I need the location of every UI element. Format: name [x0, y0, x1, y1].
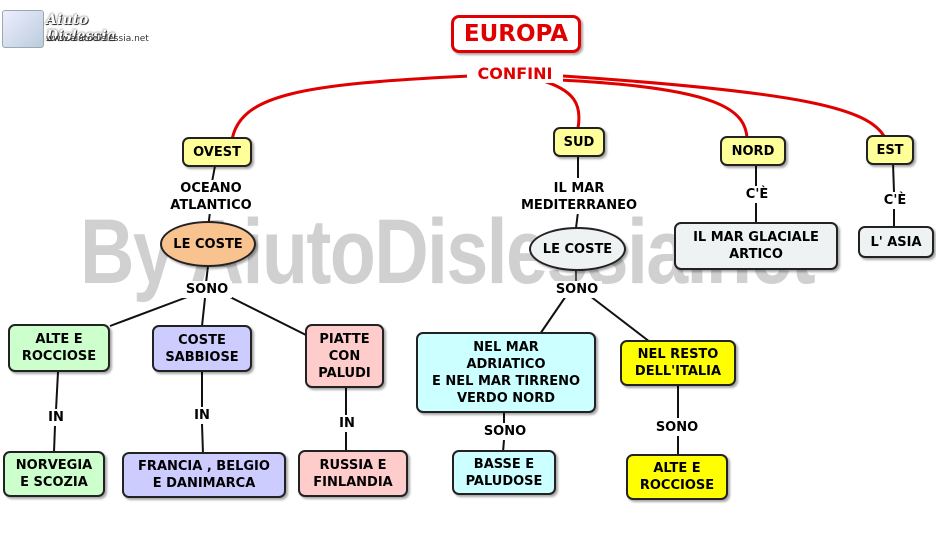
node-russia-finlandia: RUSSIA E FINLANDIA	[298, 450, 408, 497]
node-piatte-con-paludi: PIATTE CON PALUDI	[305, 324, 384, 388]
link-confini-nord	[559, 78, 749, 139]
logo: Aiuto Dislessia www.aiutodislessia.net	[2, 10, 154, 52]
node-nord: NORD	[720, 136, 786, 166]
node-coste-sabbiose: COSTE SABBIOSE	[152, 325, 252, 372]
label-sono-sud: SONO	[552, 281, 602, 298]
node-mar-glaciale-artico: IL MAR GLACIALE ARTICO	[674, 222, 838, 270]
label-ce-nord: C'È	[740, 186, 774, 203]
node-nel-mar-adriatico: NEL MAR ADRIATICO E NEL MAR TIRRENO VERD…	[416, 332, 596, 413]
link-confini-est	[562, 74, 887, 139]
label-in-2: IN	[190, 407, 214, 424]
node-est: EST	[866, 135, 914, 165]
node-le-coste-ovest: LE COSTE	[160, 221, 256, 267]
node-alte-rocciose-sud: ALTE E ROCCIOSE	[626, 454, 728, 500]
node-basse-paludose: BASSE E PALUDOSE	[452, 450, 556, 495]
label-ce-est: C'È	[878, 192, 912, 209]
node-asia: L' ASIA	[858, 226, 934, 258]
title-europa: EUROPA	[451, 15, 581, 53]
label-oceano-atlantico: OCEANO ATLANTICO	[160, 180, 262, 214]
label-il-mar-mediterraneo: IL MAR MEDITERRANEO	[512, 180, 646, 214]
node-le-coste-sud: LE COSTE	[529, 227, 626, 271]
node-francia-belgio-danimarca: FRANCIA , BELGIO E DANIMARCA	[122, 452, 286, 498]
label-in-1: IN	[44, 409, 68, 426]
logo-book-icon	[2, 10, 44, 48]
label-in-3: IN	[335, 415, 359, 432]
link-confini-sud	[539, 78, 581, 129]
label-sono-adriatico: SONO	[480, 423, 530, 440]
node-sud: SUD	[553, 127, 605, 157]
label-sono-resto: SONO	[652, 419, 702, 436]
node-nel-resto-italia: NEL RESTO DELL'ITALIA	[620, 340, 736, 386]
logo-url: www.aiutodislessia.net	[46, 34, 149, 44]
label-sono-ovest: SONO	[182, 281, 232, 298]
logo-title: Aiuto Dislessia	[46, 12, 116, 44]
node-ovest: OVEST	[182, 137, 252, 167]
node-alte-rocciose: ALTE E ROCCIOSE	[8, 324, 110, 372]
link-confini-ovest	[230, 74, 471, 141]
node-norvegia-scozia: NORVEGIA E SCOZIA	[3, 451, 105, 497]
label-confini: CONFINI	[467, 64, 563, 83]
